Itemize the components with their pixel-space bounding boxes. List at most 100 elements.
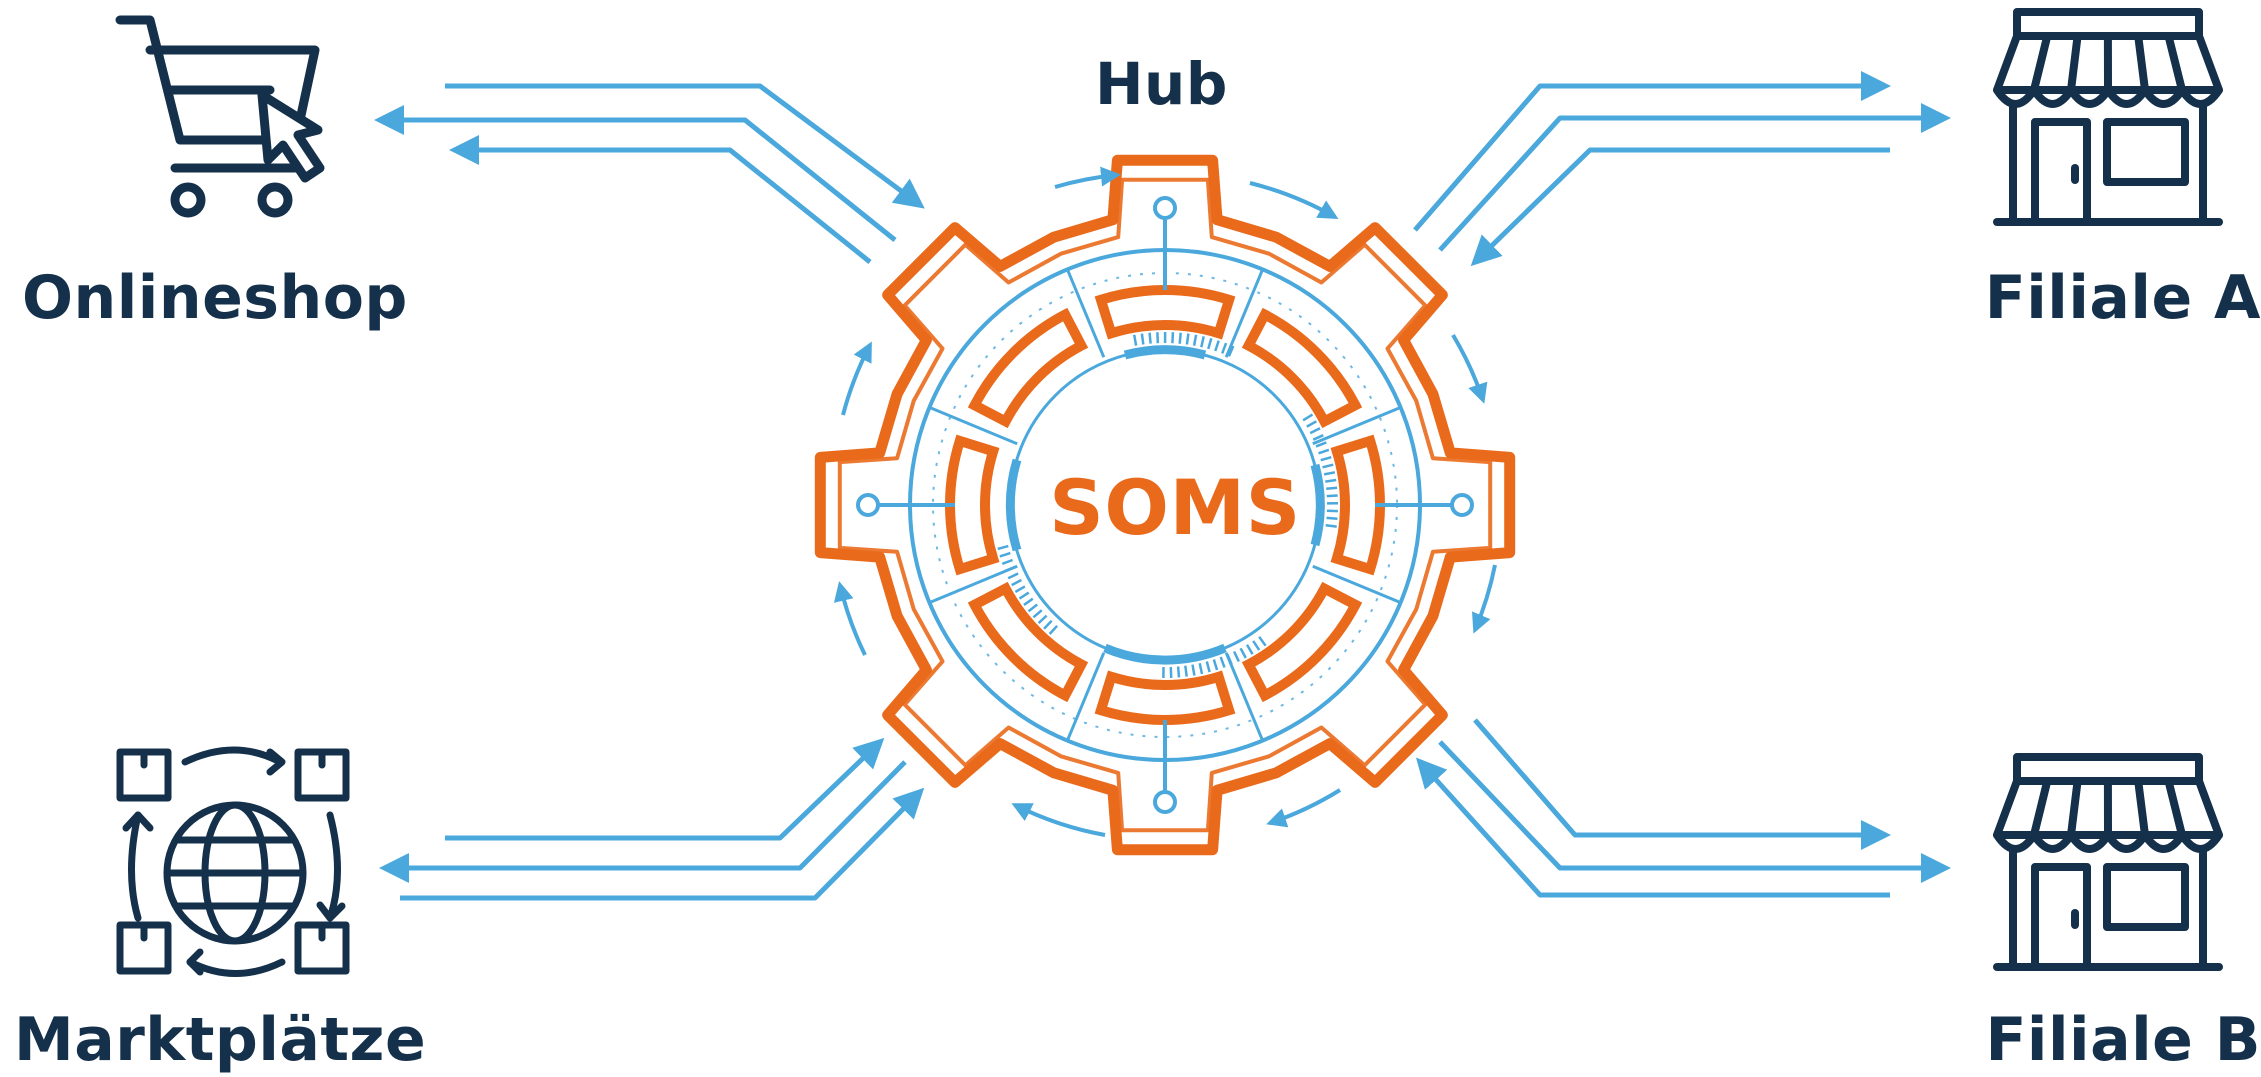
tick-marks [997, 332, 1339, 679]
tick-mark [1027, 603, 1038, 613]
gear-segment [967, 307, 1089, 429]
tick-mark [1023, 597, 1034, 607]
gear-outline [814, 154, 1516, 856]
tick-mark [1011, 578, 1022, 587]
tick-mark [1191, 664, 1196, 676]
tick-mark [1192, 334, 1198, 346]
tick-mark [1312, 434, 1324, 441]
segment-divider [928, 564, 1018, 604]
tick-mark [1200, 336, 1205, 348]
node-label-marktplaetze: Marktplätze [14, 1005, 427, 1075]
orange-segment-ring [945, 285, 1385, 725]
segment-divider [1066, 268, 1106, 358]
awning-scallop [2141, 86, 2186, 108]
tick-mark [1239, 647, 1247, 659]
awning-stripe [2067, 32, 2082, 94]
storefront-icon [1993, 8, 2223, 226]
tick-mark [1032, 609, 1043, 619]
tick-mark [1245, 644, 1254, 655]
tick-mark [1318, 448, 1330, 455]
tick-mark [1207, 337, 1213, 350]
tick-mark [1306, 420, 1318, 428]
tick-mark [1048, 624, 1059, 635]
store-door [2031, 863, 2091, 971]
tick-mark [1315, 441, 1327, 448]
tick-mark [1322, 463, 1334, 469]
soms-core-label: SOMS [1049, 463, 1301, 552]
shopping-cart-icon [115, 15, 325, 218]
gear-segment [945, 434, 1000, 576]
awning-stripe [2030, 32, 2052, 94]
globe-exchange-icon [116, 746, 350, 977]
tick-mark [1212, 659, 1219, 671]
tick-mark [1140, 333, 1145, 345]
storefront-icon [1993, 753, 2223, 971]
tick-mark [1178, 332, 1182, 344]
gear-segment [1330, 434, 1385, 576]
connector-filiale-a [1413, 71, 1951, 267]
awning-stripe [2030, 777, 2052, 839]
awning-scallop [2067, 86, 2112, 108]
awning-scallop [2030, 831, 2075, 853]
awning-stripe [2134, 32, 2149, 94]
tick-mark [1205, 661, 1211, 673]
tick-mark [997, 544, 1009, 551]
tick-mark [1018, 591, 1030, 600]
tick-mark [1132, 334, 1138, 346]
segment-divider [1312, 406, 1402, 446]
segment-divider [928, 406, 1018, 446]
awning-stripe [2067, 777, 2082, 839]
tick-mark [1014, 585, 1026, 593]
tick-mark [1221, 342, 1228, 354]
store-window [2103, 118, 2189, 186]
tick-mark [1185, 333, 1190, 345]
soms-gear [814, 154, 1516, 856]
tick-mark [1198, 662, 1204, 675]
tick-mark [1325, 523, 1337, 528]
awning-scallop [2104, 831, 2149, 853]
tick-mark [1004, 565, 1016, 573]
tick-mark [1227, 345, 1235, 357]
store-door [2031, 118, 2091, 226]
awning-scallop [2141, 831, 2186, 853]
tick-mark [1320, 455, 1332, 462]
tick-mark [1326, 516, 1338, 521]
node-label-filiale-a: Filiale A [1984, 263, 2261, 333]
gear-inner-outline [837, 177, 1493, 833]
segment-divider [1224, 652, 1264, 742]
tick-mark [1037, 614, 1048, 625]
tick-mark [1007, 572, 1019, 580]
tick-mark [1252, 640, 1261, 651]
awning-stripe [2134, 777, 2149, 839]
gear-segment [1094, 285, 1236, 340]
tick-mark [1258, 636, 1267, 647]
awning-stripe [2164, 777, 2186, 839]
gear-segment [1094, 670, 1236, 725]
awning-scallop [2067, 831, 2112, 853]
tick-mark [1309, 427, 1321, 435]
awning-scallop [2104, 86, 2149, 108]
tick-mark [1176, 666, 1181, 678]
connector-nodes [856, 196, 1474, 814]
connector-filiale-b [1415, 718, 1951, 898]
gear-segment [1241, 581, 1363, 703]
segment-dividers [928, 268, 1402, 742]
tick-mark [1326, 494, 1338, 498]
tick-mark [1171, 332, 1175, 344]
segment-divider [1066, 652, 1106, 742]
awning-scallop [2030, 86, 2075, 108]
node-label-filiale-b: Filiale B [1985, 1005, 2261, 1075]
tick-mark [1326, 486, 1338, 491]
store-window [2103, 863, 2189, 931]
tick-mark [1302, 413, 1314, 422]
tick-mark [999, 551, 1011, 558]
connector-onlineshop [374, 83, 925, 264]
tick-mark [1232, 650, 1240, 663]
tick-mark [1043, 619, 1053, 630]
tick-mark [1219, 656, 1226, 668]
node-label-onlineshop: Onlineshop [22, 263, 408, 333]
hub-title: Hub [1095, 50, 1228, 118]
tick-mark [1184, 665, 1188, 677]
gear-segment [967, 581, 1089, 703]
